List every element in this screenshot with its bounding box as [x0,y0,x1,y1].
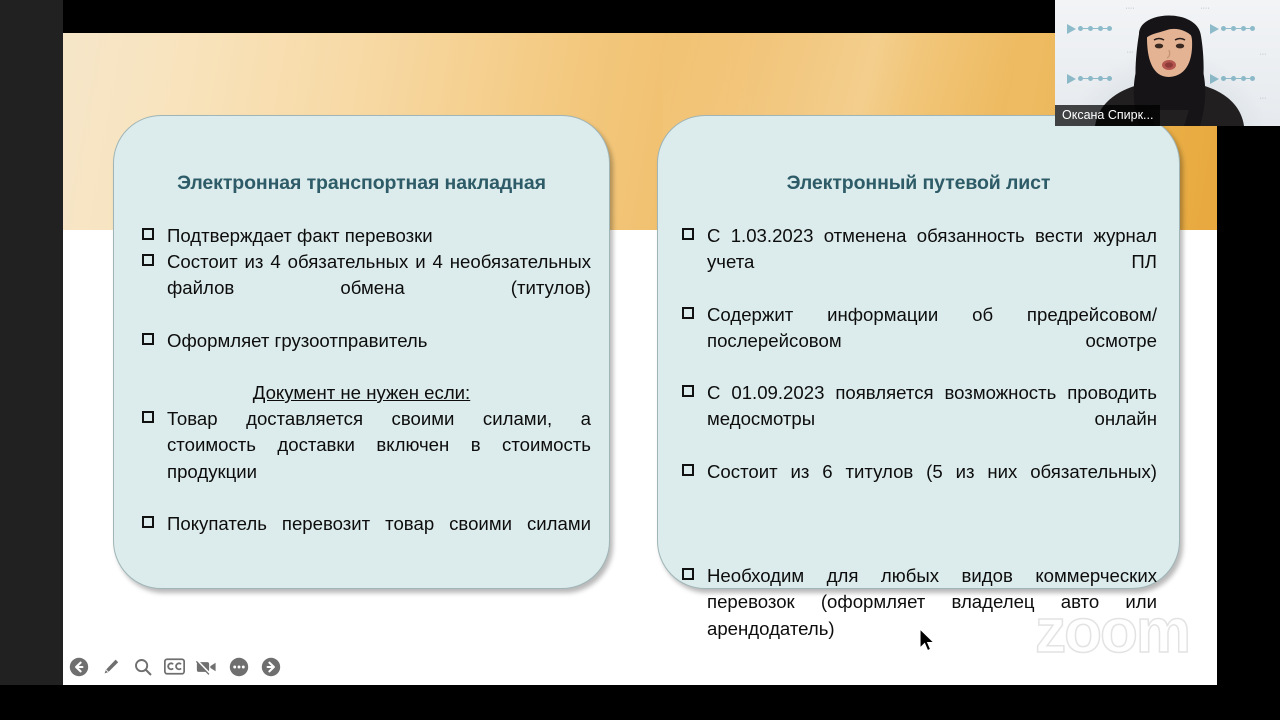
closed-captions-button[interactable] [164,656,185,677]
checkbox-square-icon [682,568,694,581]
background-logo-icon [1210,22,1256,36]
more-options-button[interactable] [228,656,249,677]
bullet-list-primary: Подтверждает факт перевозки Состоит из 4… [114,223,609,354]
letterbox-bottom [0,685,1280,720]
list-item: Состоит из 4 обязательных и 4 необязател… [140,249,591,328]
background-text: ▪ ▪ ▪ [1127,50,1133,54]
screenshare-toolbar[interactable] [68,656,281,677]
next-slide-button[interactable] [260,656,281,677]
background-logo-icon [1067,22,1113,36]
participant-video-tile[interactable]: ▪ ▪ ▪ ▪ ▪ ▪ ▪ ▪ ▪ ▪ ▪ ▪ ▪ ▪ ▪ ▪ ▪ [1055,0,1280,126]
checkbox-square-icon [142,228,154,240]
shared-slide: Электронная транспортная накладная Подтв… [63,33,1217,685]
checkbox-square-icon [142,254,154,267]
ellipsis-icon [229,657,248,676]
card-sub-heading: Документ не нужен если: [252,382,471,404]
arrow-left-circle-icon [69,657,88,676]
checkbox-square-icon [142,332,154,345]
checkbox-square-icon [682,306,694,319]
card-electronic-route-sheet: Электронный путевой лист С 1.03.2023 отм… [657,115,1180,639]
letterbox-right [1217,33,1280,685]
checkbox-square-icon [682,228,694,240]
list-item: Покупатель перевозит товар своими силами [140,511,591,563]
previous-slide-button[interactable] [68,656,89,677]
magnifier-icon [134,658,151,675]
list-item: Оформляет грузоотправитель [140,328,591,354]
list-item: Подтверждает факт перевозки [140,223,591,249]
background-text: ▪ ▪ ▪ [1260,52,1266,56]
list-item: Содержит информации об предрейсовом/посл… [680,302,1157,381]
background-logo-icon [1210,72,1256,86]
letterbox-left [0,0,63,685]
annotate-button[interactable] [100,656,121,677]
background-text: ▪ ▪ ▪ ▪ [1200,6,1210,10]
list-item: Состоит из 6 титулов (5 из них обязатель… [680,459,1157,511]
video-off-icon [196,659,216,675]
list-item: Товар доставляется своими силами, а стои… [140,406,591,511]
card-electronic-waybill: Электронная транспортная накладная Подтв… [113,115,610,589]
list-item: С 1.03.2023 отменена обязанность вести ж… [680,223,1157,302]
background-text: ▪ ▪ ▪ [1260,96,1266,100]
participant-name-label: Оксана Спирк... [1055,105,1161,126]
checkbox-square-icon [682,463,694,476]
checkbox-square-icon [142,411,154,424]
background-logo-icon [1067,72,1113,86]
list-item: Необходим для любых видов коммерческих п… [680,563,1157,668]
checkbox-square-icon [682,385,694,398]
zoom-watermark: zoom [1034,597,1191,666]
arrow-right-circle-icon [261,657,280,676]
background-text: ▪ ▪ ▪ ▪ [1125,6,1135,10]
list-item: С 01.09.2023 появляется возможность пров… [680,380,1157,459]
cc-icon [164,658,185,675]
bullet-list-primary: С 1.03.2023 отменена обязанность вести ж… [658,223,1179,668]
zoom-button[interactable] [132,656,153,677]
checkbox-square-icon [142,516,154,529]
bullet-list-secondary: Товар доставляется своими силами, а стои… [114,406,609,563]
mouse-cursor [919,628,936,652]
card-title: Электронная транспортная накладная [177,172,546,194]
card-title: Электронный путевой лист [786,172,1051,194]
list-spacer [680,511,1157,563]
pen-icon [104,659,118,673]
stop-video-button[interactable] [196,656,217,677]
